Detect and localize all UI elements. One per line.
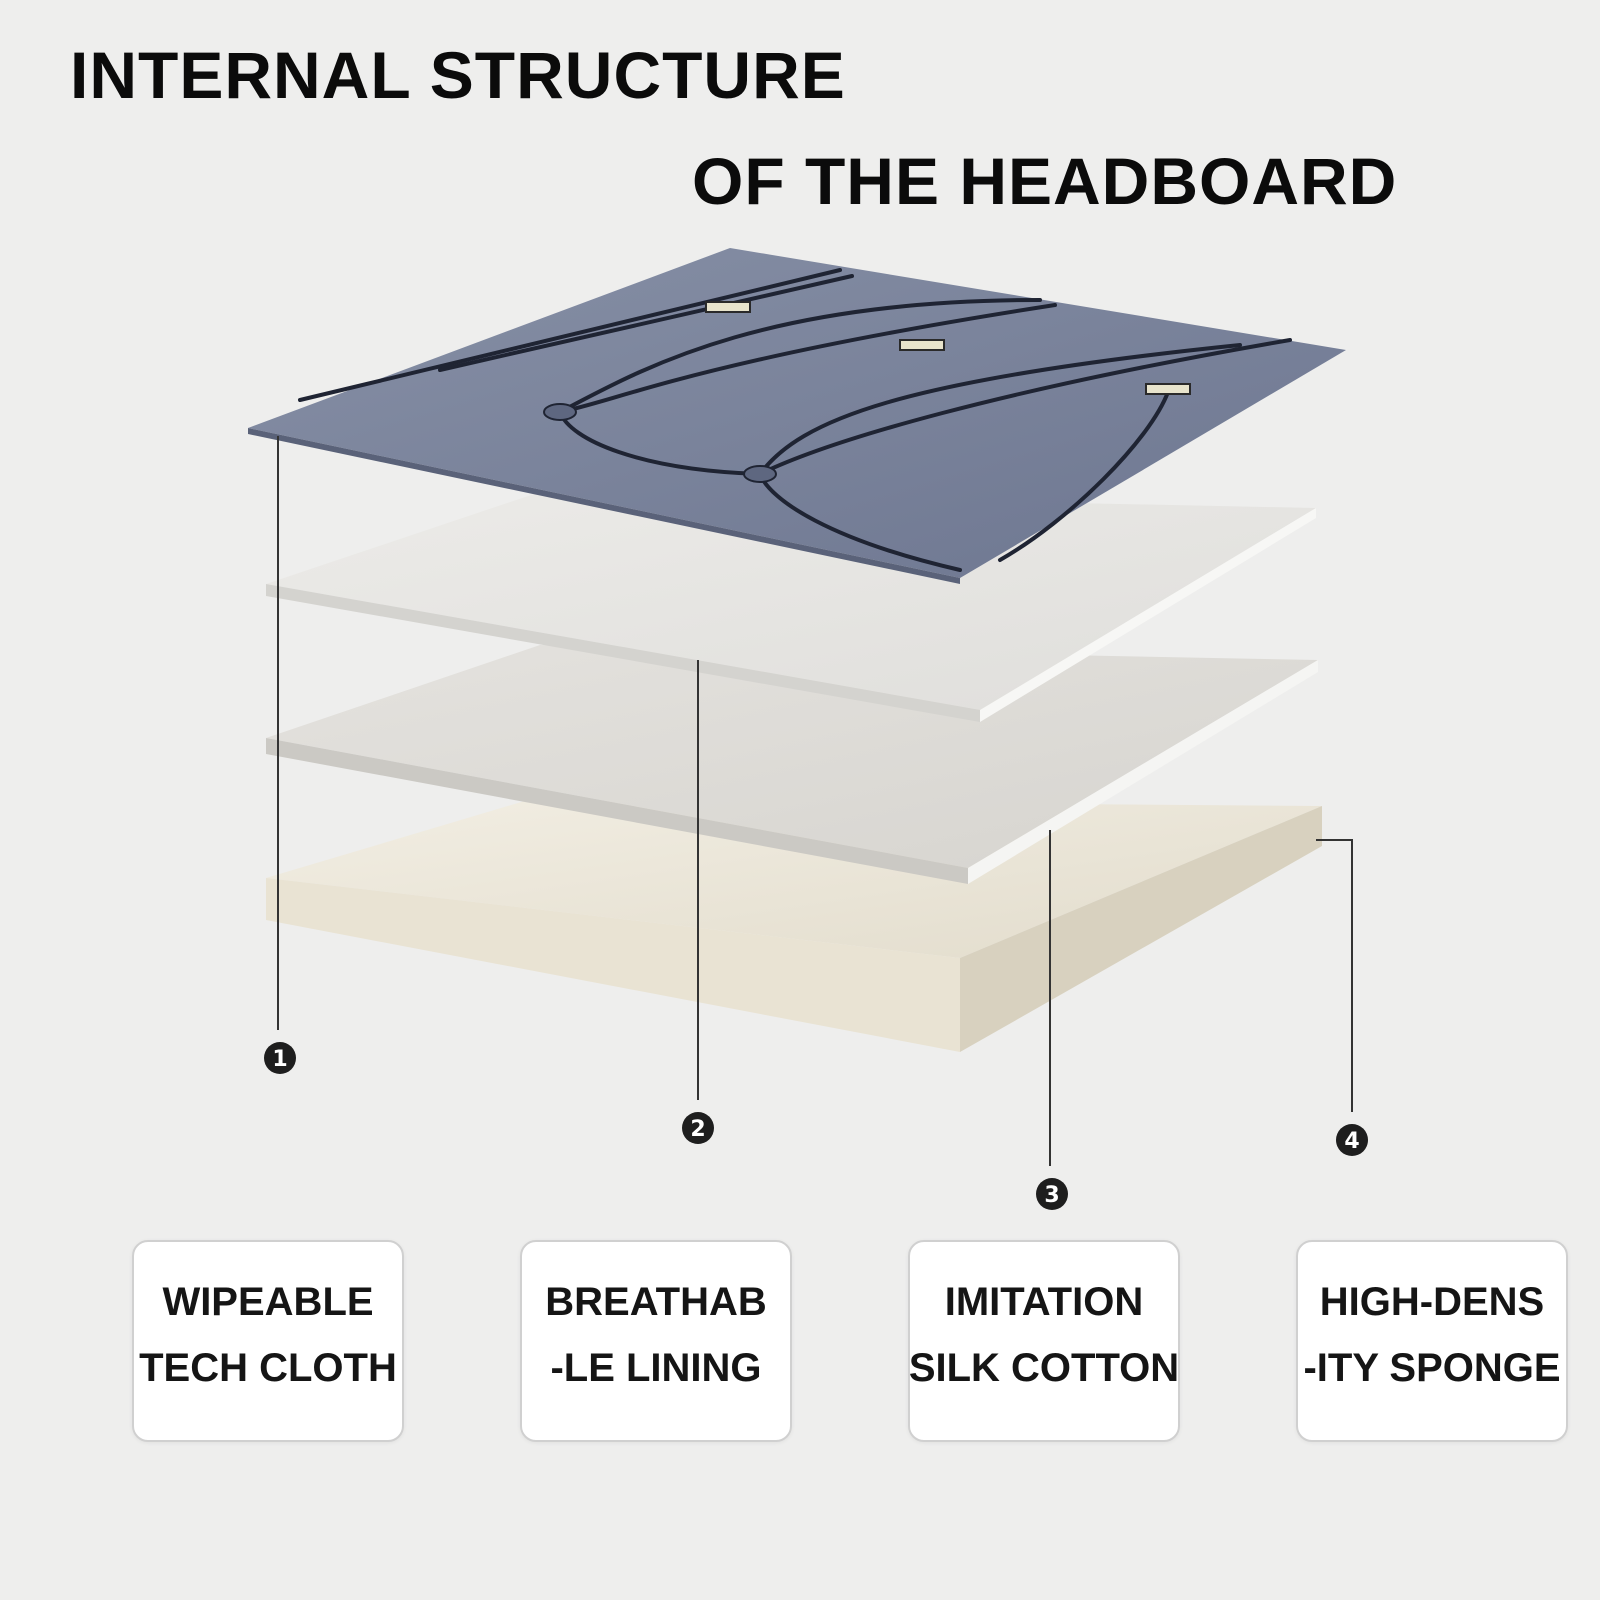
label-2-line-2: -LE LINING bbox=[550, 1346, 762, 1390]
tufting-buttons bbox=[543, 403, 777, 483]
label-box-1: WIPEABLE TECH CLOTH bbox=[132, 1240, 404, 1442]
title-line-1: INTERNAL STRUCTURE bbox=[70, 38, 846, 112]
svg-text:2: 2 bbox=[690, 1117, 705, 1142]
title-line-2: OF THE HEADBOARD bbox=[692, 144, 1398, 218]
fabric-straps bbox=[298, 268, 1292, 572]
svg-text:3: 3 bbox=[1044, 1183, 1059, 1208]
svg-text:1: 1 bbox=[272, 1047, 287, 1072]
leader-line-4 bbox=[1316, 839, 1353, 1112]
label-1-line-2: TECH CLOTH bbox=[139, 1346, 397, 1390]
lining-layer bbox=[266, 492, 1316, 722]
label-1-line-1: WIPEABLE bbox=[162, 1280, 374, 1324]
label-box-4: HIGH-DENS -ITY SPONGE bbox=[1296, 1240, 1568, 1442]
leader-lines bbox=[277, 436, 1353, 1166]
label-2-line-1: BREATHAB bbox=[545, 1280, 767, 1324]
label-4-line-1: HIGH-DENS bbox=[1319, 1280, 1545, 1324]
marker-1: 1 bbox=[264, 1042, 296, 1074]
label-3-line-2: SILK COTTON bbox=[908, 1346, 1180, 1390]
strap-buckles bbox=[705, 301, 1191, 395]
fabric-layer bbox=[248, 248, 1346, 584]
cotton-layer bbox=[266, 645, 1318, 884]
label-3-line-1: IMITATION bbox=[944, 1280, 1144, 1324]
marker-3: 3 bbox=[1036, 1178, 1068, 1210]
marker-2: 2 bbox=[682, 1112, 714, 1144]
label-4-line-2: -ITY SPONGE bbox=[1303, 1346, 1561, 1390]
label-box-2: BREATHAB -LE LINING bbox=[520, 1240, 792, 1442]
svg-text:4: 4 bbox=[1344, 1129, 1359, 1154]
label-box-3: IMITATION SILK COTTON bbox=[908, 1240, 1180, 1442]
marker-4: 4 bbox=[1336, 1124, 1368, 1156]
